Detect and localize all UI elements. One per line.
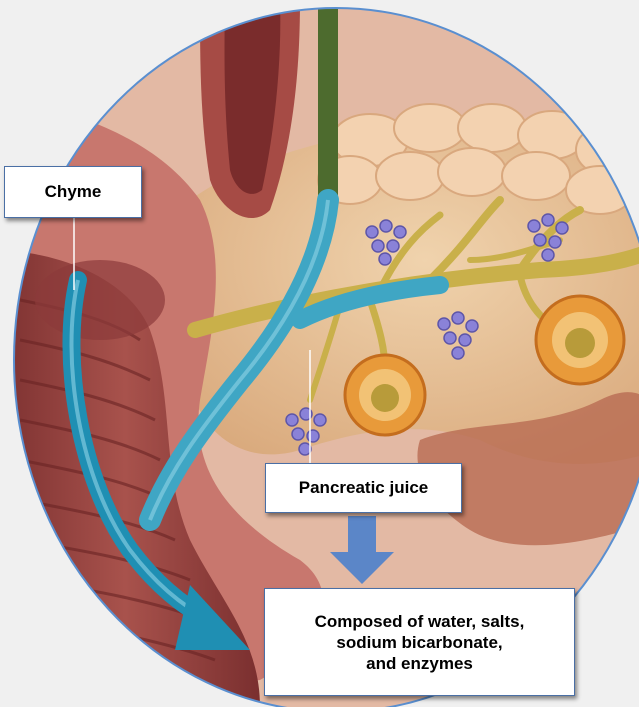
composition-line-3: and enzymes xyxy=(366,653,473,674)
composition-line-1: Composed of water, salts, xyxy=(315,611,525,632)
composition-label: Composed of water, salts, sodium bicarbo… xyxy=(264,588,575,696)
intestine-lumen xyxy=(35,260,165,340)
bile-duct xyxy=(318,0,338,200)
chyme-label: Chyme xyxy=(4,166,142,218)
chyme-label-text: Chyme xyxy=(45,182,102,202)
composition-line-2: sodium bicarbonate, xyxy=(336,632,502,653)
pancreatic-juice-label: Pancreatic juice xyxy=(265,463,462,513)
pancreatic-juice-label-text: Pancreatic juice xyxy=(299,478,428,498)
